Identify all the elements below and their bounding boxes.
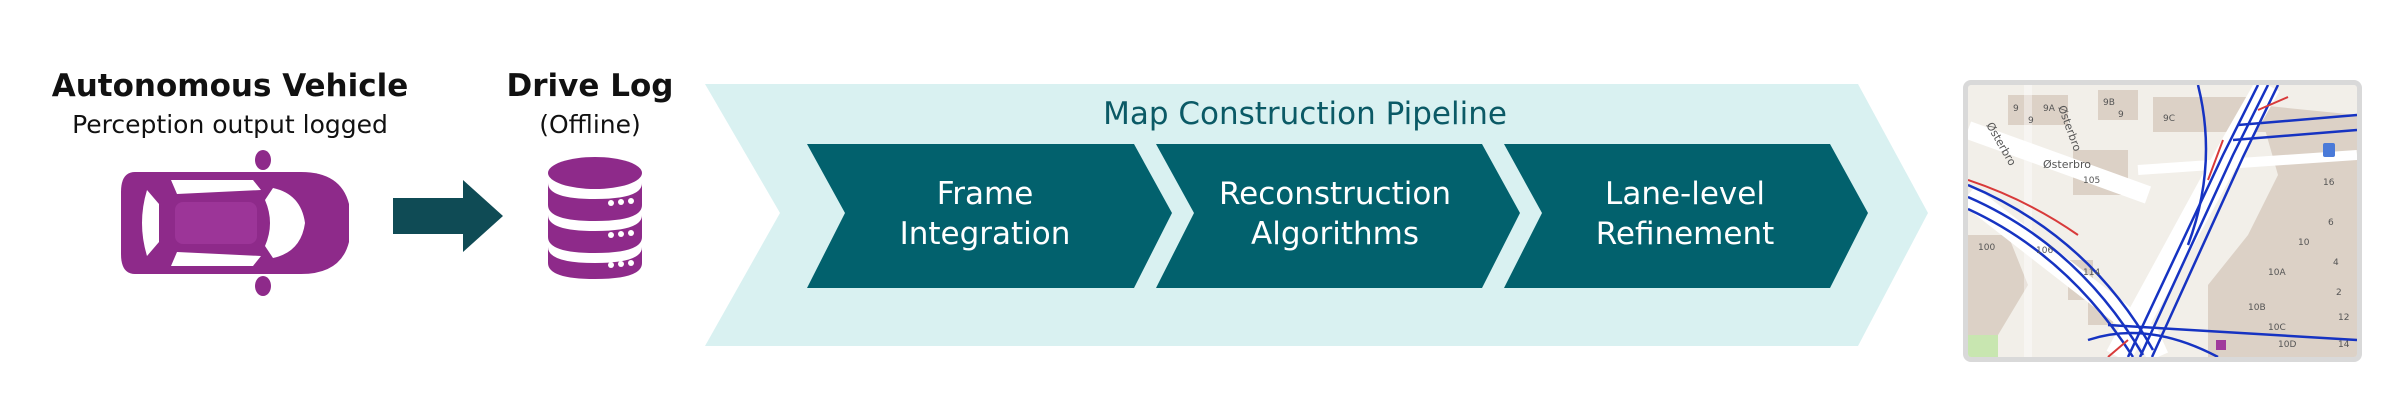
road-edges <box>1968 96 2289 357</box>
map-house-number: 16 <box>2323 178 2335 188</box>
stage-3-line2: Refinement <box>1595 216 1775 252</box>
map-house-number: 10D <box>2278 340 2296 350</box>
map-house-number: 12 <box>2338 313 2349 323</box>
map-house-number: 10B <box>2248 303 2266 313</box>
car-icon <box>121 150 349 296</box>
stage-1-line1: Frame <box>936 176 1034 212</box>
map-house-number: 9B <box>2103 98 2115 108</box>
stage-2-line2: Algorithms <box>1251 216 1419 252</box>
stage-chevron-3 <box>1504 144 1868 288</box>
pipeline-title: Map Construction Pipeline <box>1103 96 1507 132</box>
parking-icon <box>2323 143 2335 157</box>
map-house-number: 9 <box>2118 110 2124 120</box>
map-house-number: 114 <box>2083 268 2100 278</box>
stage-chevron-1 <box>807 144 1172 288</box>
flow-arrow-icon <box>393 180 503 252</box>
poi-icon <box>2216 340 2226 350</box>
map-house-number: 14 <box>2338 340 2350 350</box>
stage-chevron-2 <box>1156 144 1520 288</box>
map-house-number: 106 <box>2036 246 2053 256</box>
stage-label-2: Reconstruction Algorithms <box>1180 174 1490 254</box>
map-street-label-2: Østerbro <box>2055 104 2084 154</box>
stage-3-line1: Lane-level <box>1605 176 1765 212</box>
vehicle-subtitle: Perception output logged <box>72 110 388 139</box>
map-thumbnail: Østerbro Østerbro Østerbro 9 9A 9 9B 9 9… <box>1963 80 2362 362</box>
map-canvas: Østerbro Østerbro Østerbro 9 9A 9 9B 9 9… <box>1968 85 2357 357</box>
map-house-number: 10 <box>2298 238 2310 248</box>
map-house-number: 105 <box>2083 176 2100 186</box>
drivelog-title: Drive Log <box>506 68 674 104</box>
drivelog-subtitle: (Offline) <box>539 110 641 139</box>
map-house-number: 10A <box>2268 268 2286 278</box>
map-house-number: 4 <box>2333 258 2339 268</box>
map-house-number: 9C <box>2163 114 2175 124</box>
database-icon <box>548 157 642 279</box>
map-house-number: 9A <box>2043 104 2056 114</box>
map-house-number: 6 <box>2328 218 2334 228</box>
map-house-number: 10C <box>2268 323 2286 333</box>
map-house-number: 9 <box>2028 116 2034 126</box>
lane-network <box>1968 85 2357 357</box>
stage-label-1: Frame Integration <box>835 174 1135 254</box>
stage-1-line2: Integration <box>899 216 1071 252</box>
map-house-number: 9 <box>2013 104 2019 114</box>
vehicle-title: Autonomous Vehicle <box>51 68 409 104</box>
map-house-number: 100 <box>1978 243 1995 253</box>
stage-2-line1: Reconstruction <box>1218 176 1451 212</box>
map-street-label-3: Østerbro <box>2043 158 2091 171</box>
stage-label-3: Lane-level Refinement <box>1535 174 1835 254</box>
map-house-number: 2 <box>2336 288 2342 298</box>
